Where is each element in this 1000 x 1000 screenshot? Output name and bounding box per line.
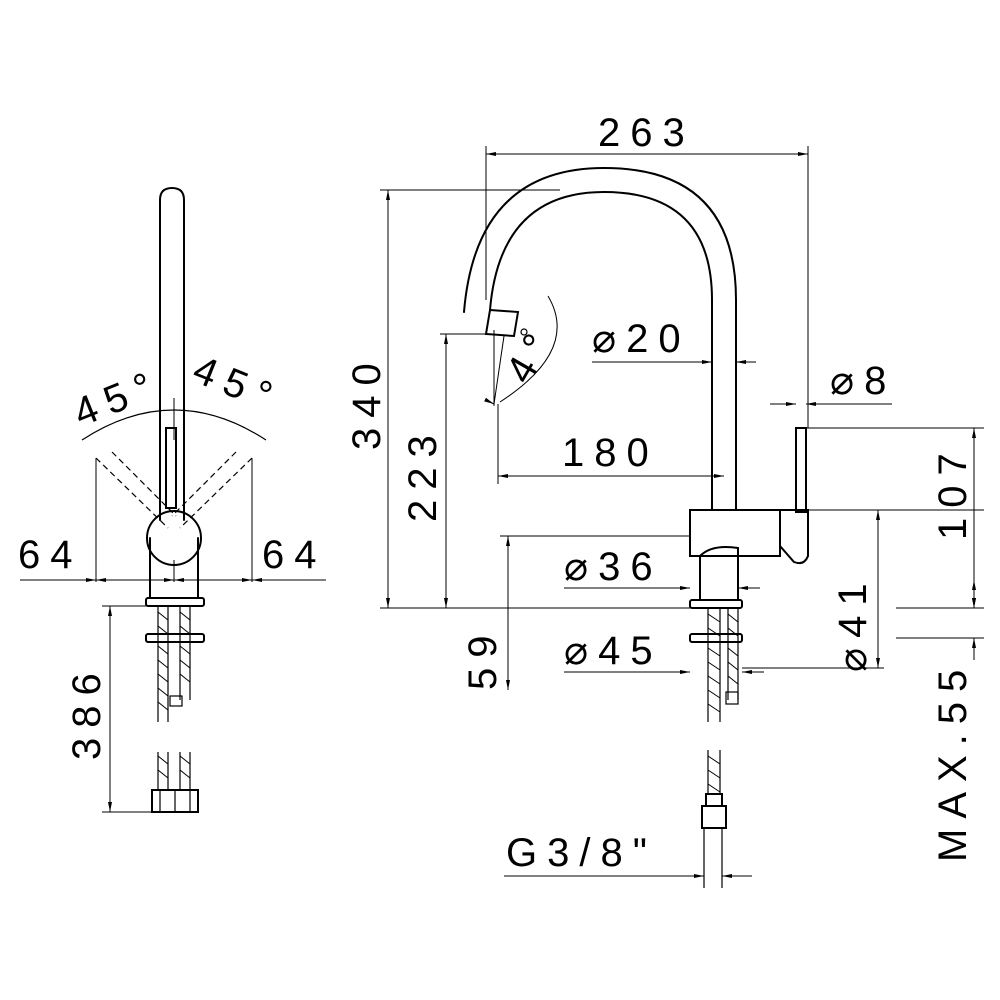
max-thickness-label: MAX.55 [931,660,975,862]
front-base-ring [145,597,205,607]
width-total-label: 263 [598,111,695,155]
right-swing-label: 64 [262,533,327,577]
front-handle-disc [146,510,202,566]
side-body [689,509,781,557]
side-lever [795,427,807,513]
lever-diameter-label: ⌀8 [830,359,896,403]
height-total-label: 340 [345,353,389,450]
front-lever [165,427,177,509]
front-swing-right [171,451,253,529]
shank-diameter-label: ⌀41 [831,573,875,672]
right-angle-label: 45° [187,348,287,423]
front-swing-left [95,451,177,529]
front-hoses [151,606,199,813]
spout-diameter-label: ⌀20 [592,317,691,361]
base-diameter-label: ⌀45 [564,629,663,673]
front-spout [159,186,185,521]
front-washer [145,633,205,643]
front-view: 45° 45° 64 64 386 [18,186,327,813]
side-washer [689,633,743,643]
hose-length-label: 386 [65,663,109,760]
side-spout [489,190,713,511]
side-view: 4° 263 340 223 [345,111,984,888]
spout-height-label: 223 [401,425,445,522]
spout-tip [484,308,520,338]
spout-reach-label: 180 [562,431,659,475]
body-diameter-label: ⌀36 [564,545,663,589]
connection-label: G3/8" [506,831,657,875]
spout-angle-label: 4° [498,318,565,390]
left-angle-label: 45° [68,361,168,436]
lever-height-label: 107 [931,443,975,540]
body-height-label: 59 [461,626,505,691]
front-body [149,537,199,599]
side-hoses [701,608,739,888]
left-swing-label: 64 [18,533,83,577]
side-base-ring [689,599,743,609]
